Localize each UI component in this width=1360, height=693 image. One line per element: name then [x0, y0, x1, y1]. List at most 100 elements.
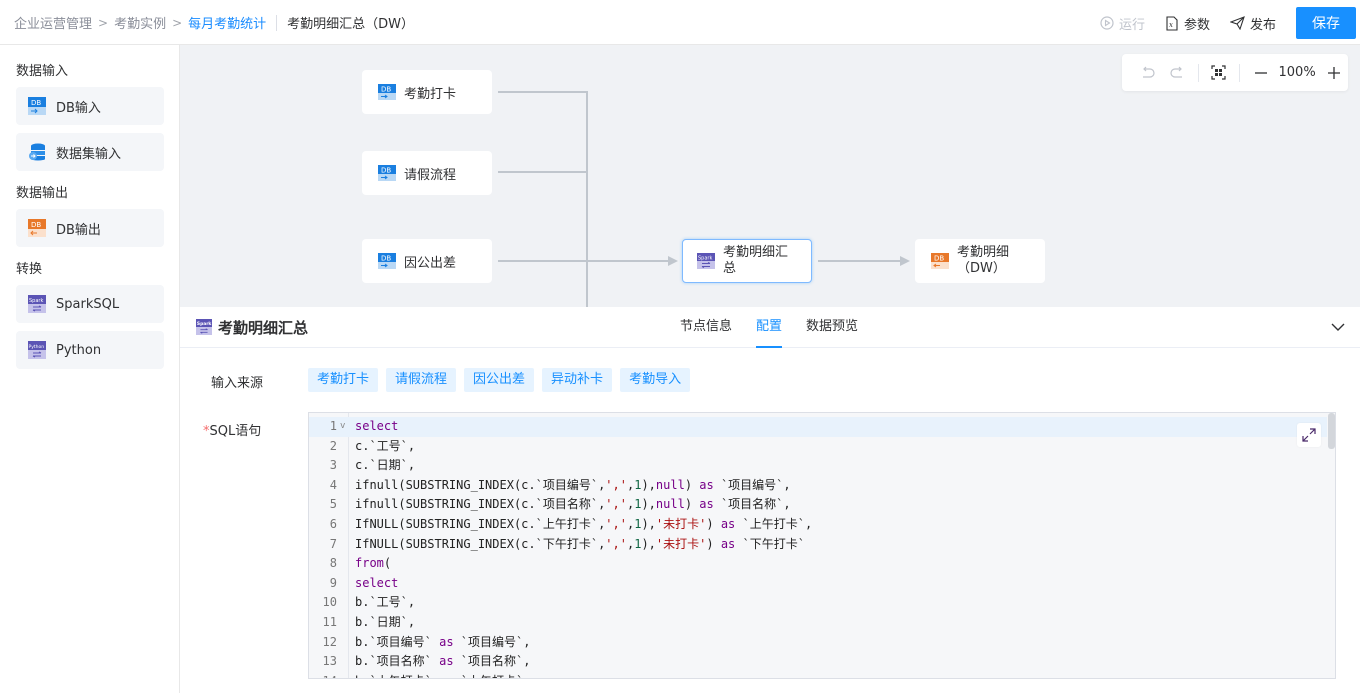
undo-button[interactable]: [1134, 58, 1163, 88]
save-button[interactable]: 保存: [1296, 7, 1356, 39]
tab-config[interactable]: 配置: [756, 307, 783, 348]
breadcrumb-item[interactable]: 企业运营管理: [14, 17, 93, 32]
db-input-icon: DB: [28, 97, 46, 115]
line-number: 2: [329, 438, 337, 453]
flow-node-db-input[interactable]: DB 请假流程: [362, 151, 492, 195]
code-line[interactable]: 14 b.`上午打卡` as `上午打卡`,: [309, 672, 1327, 678]
tab-data-preview[interactable]: 数据预览: [806, 319, 859, 334]
sidebar-item-db-output[interactable]: DB DB输出: [16, 209, 164, 247]
input-source-label: 输入来源: [211, 376, 264, 391]
svg-text:Python: Python: [29, 344, 45, 350]
page-title: 考勤明细汇总（DW）: [287, 17, 415, 32]
dataset-input-icon: [28, 143, 46, 161]
edge-line: [498, 91, 588, 307]
group-title-transform: 转换: [16, 262, 43, 277]
code-text: from(: [355, 556, 392, 571]
spark-icon: Spark: [697, 253, 715, 269]
sidebar-item-dataset-input[interactable]: 数据集输入: [16, 133, 164, 171]
redo-icon: [1170, 66, 1183, 78]
sidebar-item-label: Python: [56, 342, 102, 358]
breadcrumb-item[interactable]: 每月考勤统计: [188, 17, 267, 32]
chevron-right-icon: >: [98, 15, 109, 30]
chevron-right-icon: >: [172, 15, 183, 30]
node-label: 考勤明细汇总: [723, 245, 789, 276]
code-text: b.`项目编号` as `项目编号`,: [355, 634, 531, 649]
svg-text:Spark: Spark: [698, 256, 712, 262]
db-output-icon: DB: [931, 253, 949, 269]
zoom-in-button[interactable]: [1319, 58, 1348, 88]
svg-text:DB: DB: [31, 99, 41, 107]
code-line[interactable]: 12 b.`项目编号` as `项目编号`,: [309, 633, 1327, 653]
line-number: 7: [329, 536, 337, 551]
fold-icon[interactable]: v: [340, 421, 346, 431]
node-label: 因公出差: [404, 255, 457, 271]
sidebar-item-label: 数据集输入: [56, 146, 122, 162]
plus-icon: [1327, 66, 1340, 79]
line-number: 12: [322, 634, 337, 649]
code-line[interactable]: 7 IfNULL(SUBSTRING_INDEX(c.`下午打卡`,',',1),…: [309, 535, 1327, 555]
group-title-input: 数据输入: [16, 64, 69, 79]
collapse-button[interactable]: [1330, 319, 1346, 339]
flow-node-db-input[interactable]: DB 因公出差: [362, 239, 492, 283]
svg-text:x: x: [1169, 21, 1173, 29]
code-text: IfNULL(SUBSTRING_INDEX(c.`上午打卡`,',',1),'…: [355, 517, 813, 531]
panel-title: Spark 考勤明细汇总: [196, 307, 308, 347]
zoom-out-button[interactable]: [1246, 58, 1275, 88]
sidebar-item-sparksql[interactable]: Spark SparkSQL: [16, 285, 164, 323]
code-text: IfNULL(SUBSTRING_INDEX(c.`下午打卡`,',',1),'…: [355, 536, 805, 551]
input-source-tag[interactable]: 考勤导入: [620, 368, 691, 392]
publish-label: 发布: [1249, 17, 1276, 33]
params-button[interactable]: x 参数: [1165, 14, 1210, 33]
db-input-icon: DB: [378, 165, 396, 181]
line-number: 1: [329, 419, 337, 433]
run-button[interactable]: 运行: [1100, 14, 1145, 33]
fullscreen-button[interactable]: [1297, 423, 1321, 447]
panel-title-text: 考勤明细汇总: [218, 318, 309, 337]
code-text: b.`上午打卡` as `上午打卡`,: [355, 672, 530, 678]
input-source-tag[interactable]: 因公出差: [464, 368, 535, 392]
code-text: c.`日期`,: [355, 458, 416, 473]
redo-button[interactable]: [1163, 58, 1192, 88]
input-source-tag[interactable]: 异动补卡: [542, 368, 613, 392]
divider: [276, 14, 278, 31]
input-source-tag[interactable]: 考勤打卡: [308, 368, 379, 392]
sidebar-item-python[interactable]: Python Python: [16, 331, 164, 369]
breadcrumb-item[interactable]: 考勤实例: [114, 17, 167, 32]
code-text: b.`日期`,: [355, 615, 416, 629]
line-number: 13: [322, 654, 337, 669]
divider: [1197, 63, 1199, 82]
tab-node-info[interactable]: 节点信息: [680, 319, 733, 334]
flow-node-db-output[interactable]: DB 考勤明细（DW）: [915, 239, 1045, 283]
send-icon: [1229, 16, 1245, 30]
python-icon: Python: [28, 341, 46, 359]
editor-scrollbar[interactable]: [1328, 413, 1335, 449]
flow-canvas[interactable]: 100% DB 考勤打卡 DB 请假流程 DB 因公出差 Spark 考勤明细汇…: [180, 45, 1360, 307]
input-source-tag[interactable]: 请假流程: [386, 368, 457, 392]
flow-node-db-input[interactable]: DB 考勤打卡: [362, 70, 492, 114]
sidebar-item-label: DB输出: [56, 222, 101, 238]
arrow-head-icon: [900, 256, 910, 266]
params-label: 参数: [1183, 17, 1210, 33]
fit-view-button[interactable]: [1205, 58, 1234, 88]
publish-button[interactable]: 发布: [1229, 14, 1276, 33]
flow-node-sparksql[interactable]: Spark 考勤明细汇总: [682, 239, 812, 283]
sql-label-text: SQL语句: [209, 424, 262, 439]
group-title-output: 数据输出: [16, 186, 69, 201]
node-label: 请假流程: [404, 167, 457, 183]
line-gutter: [309, 413, 349, 678]
code-text: b.`工号`,: [355, 595, 416, 610]
sidebar-item-db-input[interactable]: DB DB输入: [16, 87, 164, 125]
line-number: 14: [309, 672, 337, 678]
